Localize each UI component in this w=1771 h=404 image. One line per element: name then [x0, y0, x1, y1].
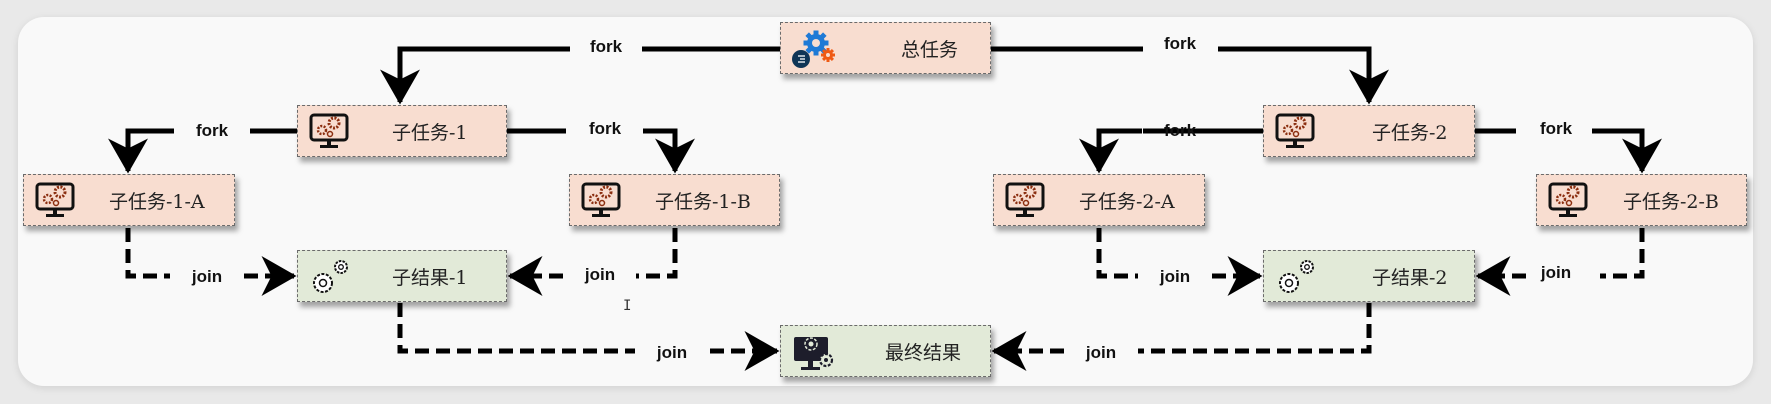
- edge-sub2-sub2a-arrow: [1079, 128, 1142, 174]
- node-label: 子结果-1: [392, 266, 468, 289]
- monitor-gears-icon: [1005, 182, 1045, 217]
- node-subtask-1[interactable]: 子任务-1: [297, 105, 507, 157]
- edge-sub2b-res2: [1600, 228, 1645, 279]
- monitor-gears-icon: [309, 113, 349, 148]
- edge-label-fork: fork: [589, 37, 623, 56]
- edge-label-join: join: [656, 343, 688, 362]
- node-label: 子任务-1-A: [109, 190, 205, 213]
- node-result-2[interactable]: 子结果-2: [1263, 250, 1475, 302]
- edge-label-fork: fork: [1163, 34, 1197, 53]
- edge-root-sub1: [400, 46, 780, 102]
- node-subtask-1a[interactable]: 子任务-1-A: [23, 174, 235, 226]
- edge-res1-final: [397, 303, 635, 354]
- edge-label-join: join: [1540, 263, 1572, 282]
- diagram-canvas: [18, 17, 1753, 386]
- edge-sub2a-res2: [1096, 228, 1138, 279]
- monitor-gears-icon: [35, 182, 75, 217]
- monitor-gears-icon: [581, 182, 621, 217]
- gears-outline-icon: [1279, 260, 1314, 293]
- node-label: 子任务-1-B: [655, 190, 751, 213]
- edge-sub1-sub1b: [507, 128, 675, 171]
- node-label: 子任务-1: [392, 121, 468, 144]
- edge-root-sub2: [991, 46, 1369, 102]
- edge-label-join: join: [1159, 267, 1191, 286]
- edge-label-join: join: [1085, 343, 1117, 362]
- edge-label-fork: fork: [1163, 121, 1197, 140]
- node-label: 子任务-2: [1372, 121, 1448, 144]
- edge-sub2-sub2b: [1475, 128, 1642, 171]
- monitor-gears-icon: [1275, 113, 1315, 148]
- node-subtask-2b[interactable]: 子任务-2-B: [1536, 174, 1747, 226]
- edge-label-fork: fork: [195, 121, 229, 140]
- gears-outline-icon: [313, 260, 348, 293]
- node-label: 子任务-2-B: [1623, 190, 1719, 213]
- node-subtask-2[interactable]: 子任务-2: [1263, 105, 1475, 157]
- edge-label-fork: fork: [588, 119, 622, 138]
- node-label: 总任务: [901, 38, 959, 61]
- node-result-1[interactable]: 子结果-1: [297, 250, 507, 302]
- node-label: 子结果-2: [1372, 266, 1448, 289]
- edge-label-join: join: [584, 265, 616, 284]
- edge-sub1a-res1: [125, 228, 170, 279]
- node-final-result[interactable]: 最终结果: [780, 325, 991, 377]
- edge-sub1-sub1a: [128, 128, 297, 171]
- edge-label-fork: fork: [1539, 119, 1573, 138]
- monitor-gears-icon: [1548, 182, 1588, 217]
- monitor-gear-solid-icon: [794, 337, 834, 370]
- edge-sub1b-res1: [636, 228, 678, 279]
- edge-label-join: join: [191, 267, 223, 286]
- gears-list-icon: [792, 30, 835, 68]
- node-subtask-1b[interactable]: 子任务-1-B: [569, 174, 780, 226]
- node-label: 最终结果: [885, 341, 962, 364]
- node-subtask-2a[interactable]: 子任务-2-A: [993, 174, 1205, 226]
- node-label: 子任务-2-A: [1079, 190, 1175, 213]
- node-root-task[interactable]: 总任务: [780, 22, 991, 74]
- edge-res2-final: [1138, 303, 1372, 354]
- text-cursor-icon: I: [623, 298, 632, 314]
